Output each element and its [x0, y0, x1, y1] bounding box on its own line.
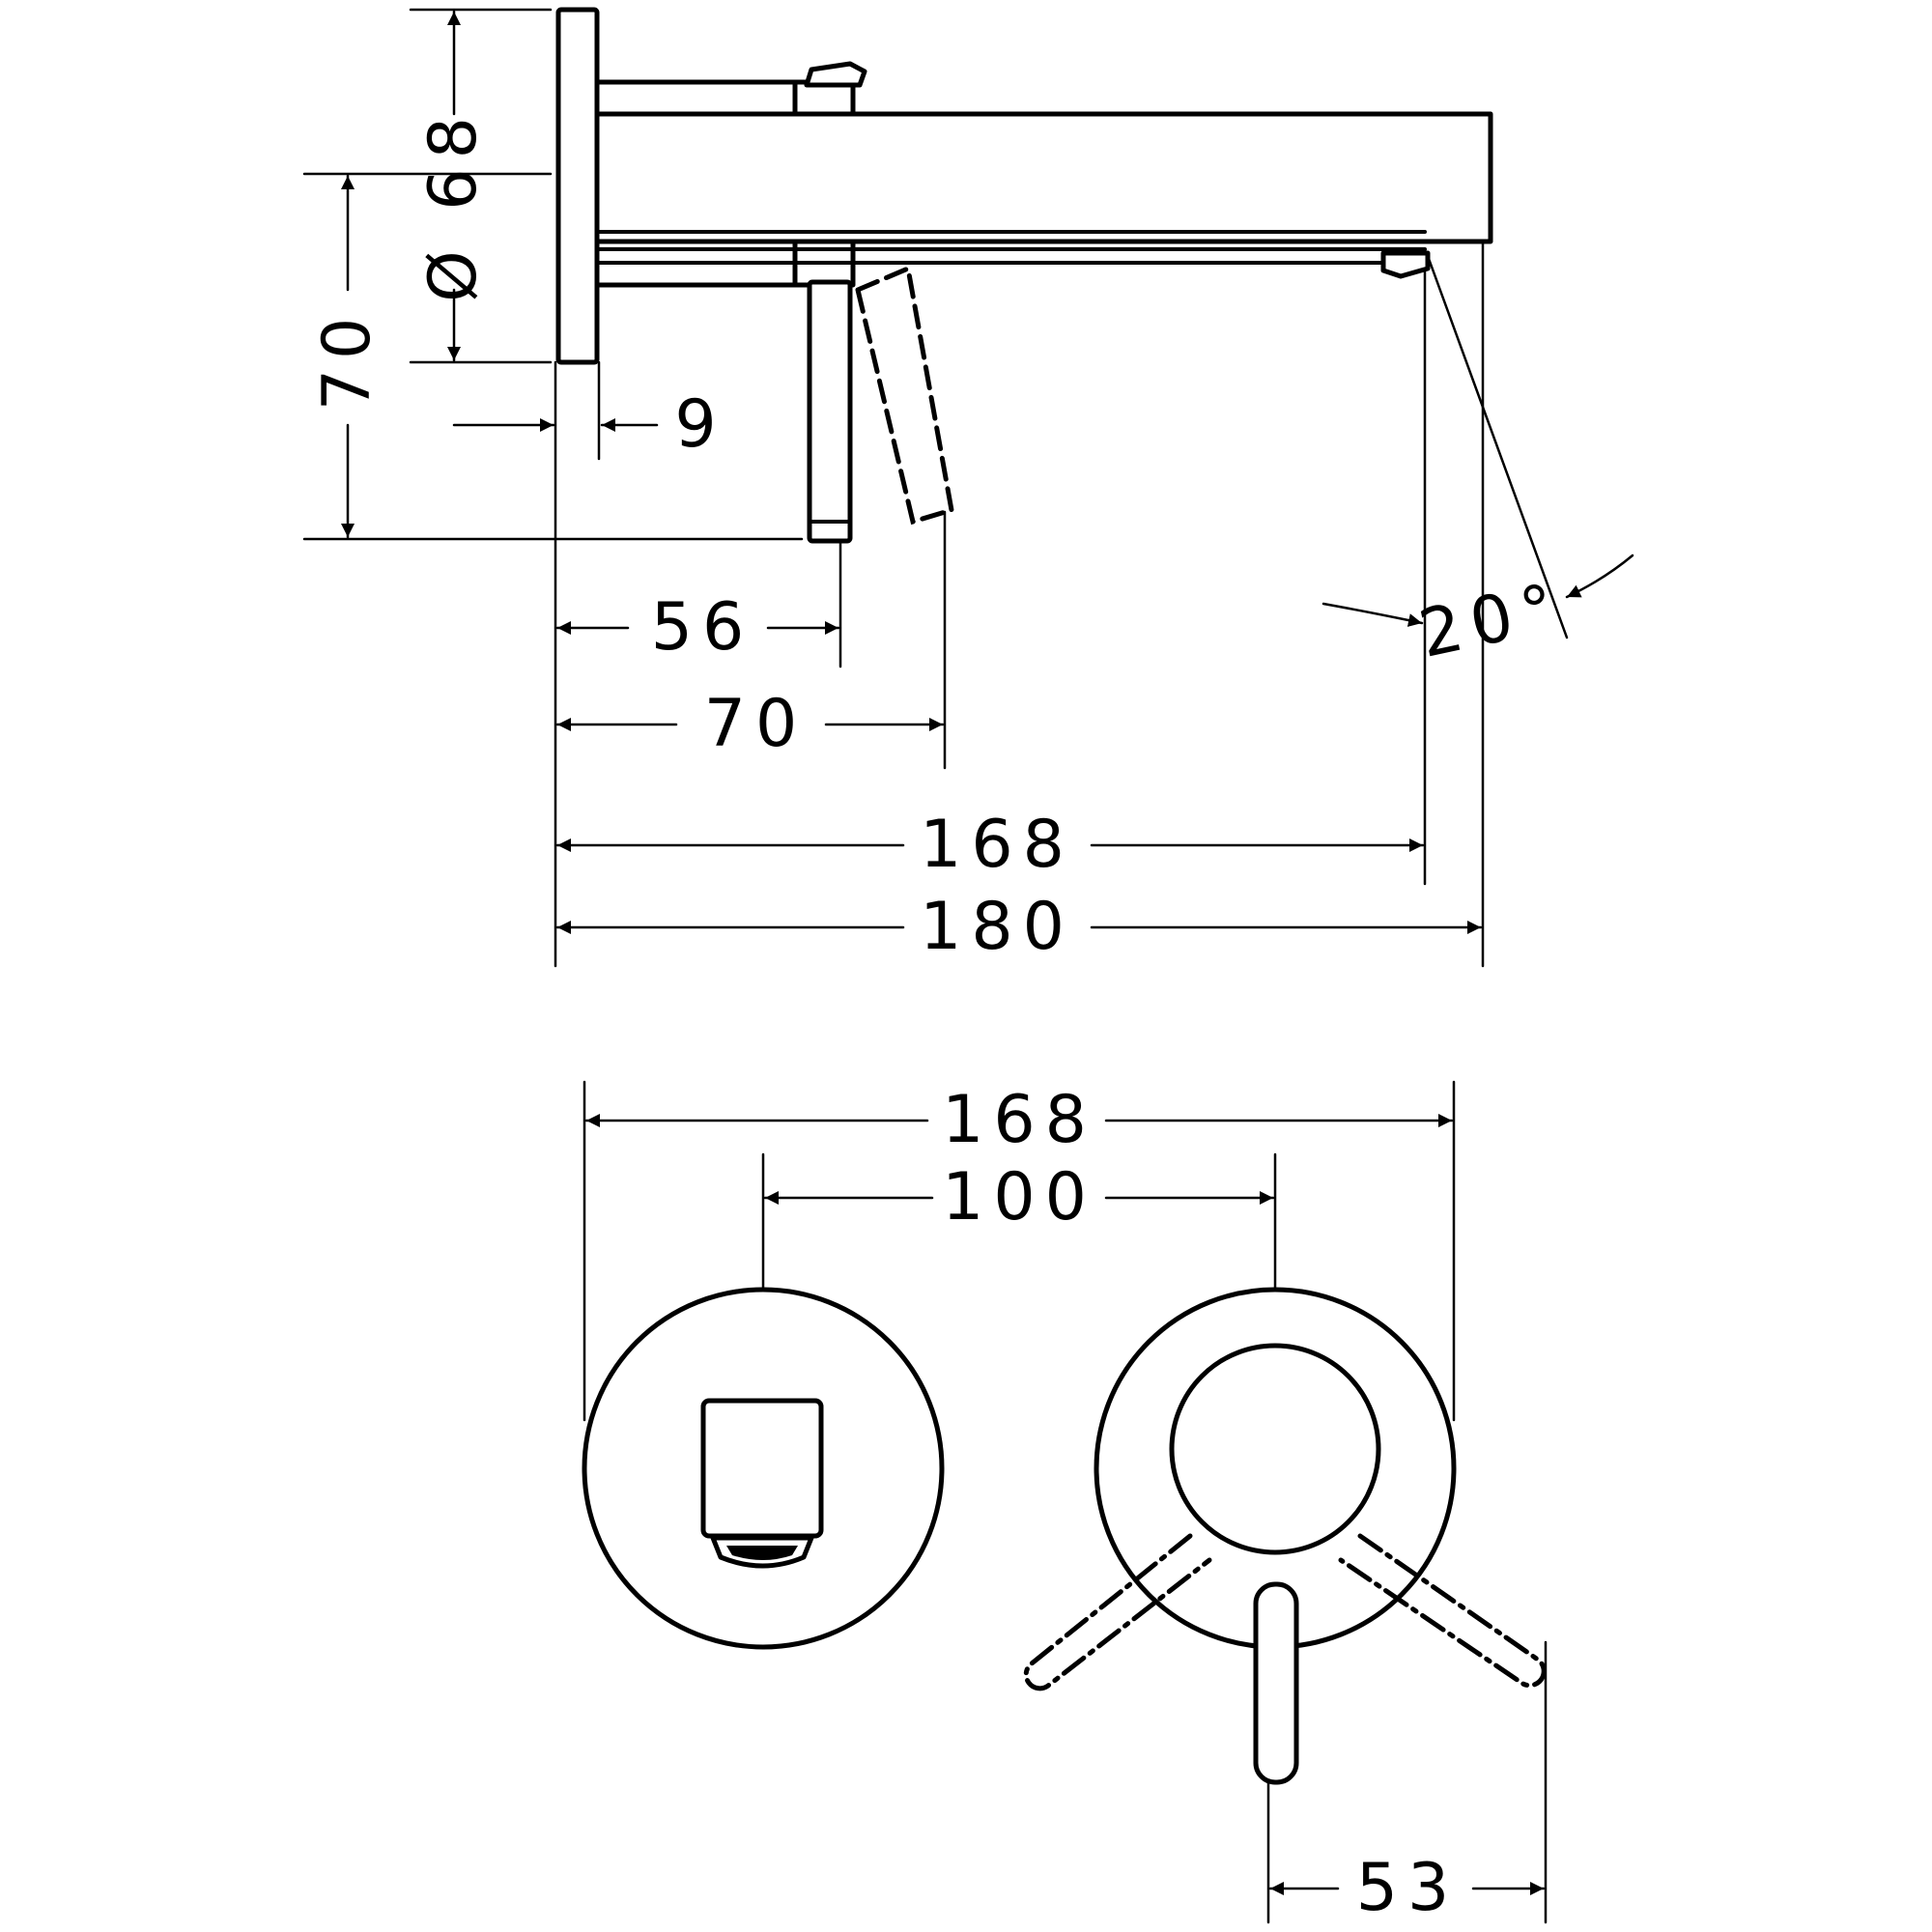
dim-spout-length: 180 — [555, 889, 1483, 965]
dim-spout-outlet: 168 — [555, 807, 1425, 883]
dim-lever-offset: 56 — [555, 589, 840, 666]
spout-aerator — [1380, 250, 1431, 279]
dim-overall-width: 168 — [584, 1082, 1454, 1158]
lever-swing-right — [1338, 1533, 1547, 1689]
dim-spout-angle: 20° — [1321, 554, 1634, 673]
dim-label-rosette-thickness: 9 — [674, 386, 725, 463]
mixer-lever — [1253, 1581, 1299, 1785]
spout — [594, 111, 1493, 244]
front-view: 168 100 53 — [582, 1080, 1548, 1926]
lever-swing-outline — [855, 265, 954, 526]
dim-label-spout-angle: 20° — [1413, 568, 1572, 673]
dim-label-overall-width: 168 — [942, 1082, 1096, 1158]
wall-rosette — [555, 7, 600, 365]
dim-label-lever-swing: 70 — [704, 686, 808, 762]
dim-center-distance: 100 — [763, 1159, 1275, 1236]
mixer-cartridge-cap — [1169, 1343, 1381, 1555]
dim-label-spout-length: 180 — [920, 889, 1074, 965]
front-extension-lines — [582, 1080, 1548, 1924]
lever-handle — [807, 279, 853, 544]
dim-label-rosette-diameter: Ø 68 — [415, 107, 492, 302]
dim-label-lever-reach: 53 — [1356, 1850, 1460, 1926]
spout-front-face — [700, 1398, 824, 1539]
dim-label-lever-offset: 56 — [651, 589, 754, 666]
dim-lever-reach: 53 — [1268, 1850, 1546, 1926]
dim-rosette-diameter: Ø 68 — [415, 10, 492, 362]
dim-label-height: 70 — [309, 308, 385, 412]
dim-lever-swing: 70 — [555, 686, 945, 762]
extension-lines — [302, 8, 1569, 968]
dim-label-spout-outlet: 168 — [920, 807, 1074, 883]
lever-top-knob — [804, 61, 867, 88]
lever-swing-left — [1023, 1533, 1212, 1691]
dim-rosette-thickness: 9 — [452, 386, 725, 463]
side-view: Ø 68 70 9 56 70 168 — [302, 7, 1634, 968]
dim-height: 70 — [309, 174, 385, 539]
dim-label-center-distance: 100 — [942, 1159, 1096, 1236]
